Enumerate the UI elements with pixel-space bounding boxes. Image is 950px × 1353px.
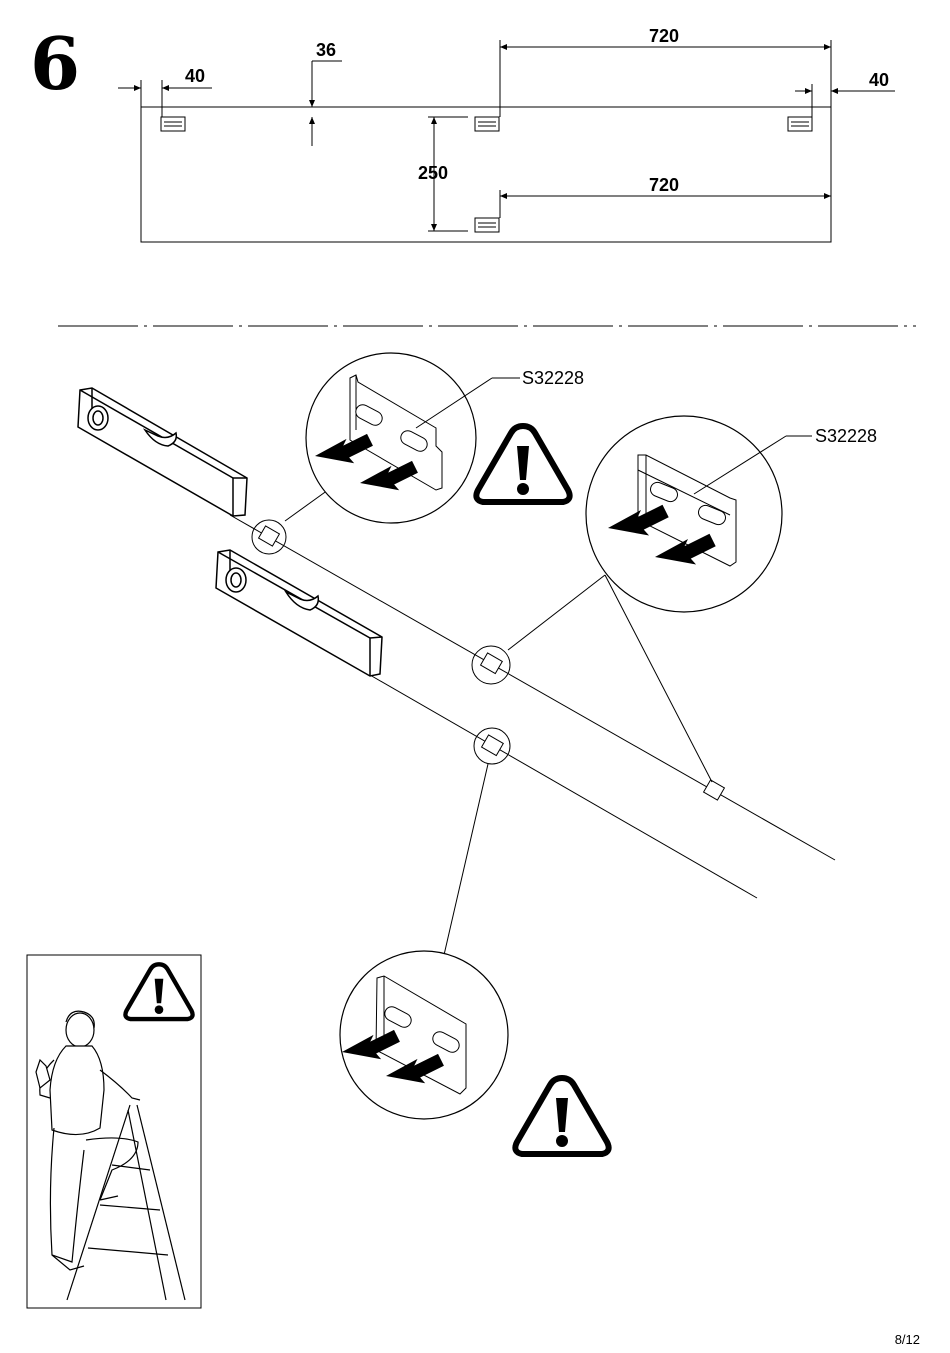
part-code-label-2: S32228 [815, 426, 877, 447]
detail-circle-2 [586, 416, 812, 612]
lower-wall-line [370, 675, 757, 898]
bracket-far-right [704, 780, 725, 800]
detail-circle-3 [340, 951, 508, 1119]
spirit-level-lower [216, 550, 382, 676]
part-code-label-1: S32228 [522, 368, 584, 389]
warning-icon-upper [476, 426, 569, 502]
warning-icon-lower [515, 1078, 608, 1154]
page-number: 8/12 [895, 1332, 920, 1347]
spirit-level-upper [78, 388, 247, 516]
